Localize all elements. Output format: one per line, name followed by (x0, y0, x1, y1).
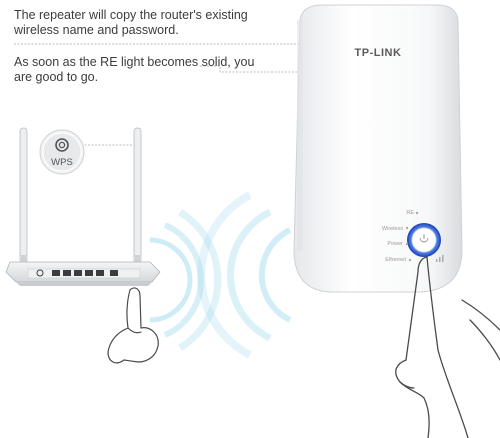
indicator-dots (405, 211, 419, 262)
router (5, 127, 161, 286)
hand-right (395, 256, 500, 438)
router-signal-waves (149, 209, 222, 351)
range-extender (293, 4, 463, 293)
indicator-label-power: Power (387, 241, 403, 247)
caption-copy-credentials: The repeater will copy the router's exis… (14, 8, 248, 37)
router-antenna-left (19, 127, 28, 267)
wps-callout (39, 129, 85, 175)
router-antenna-right (133, 127, 142, 267)
wps-label: WPS (51, 157, 73, 168)
extender-brand-logo: TP-LINK (354, 47, 402, 59)
indicator-label-wireless: Wireless (381, 226, 403, 232)
extender-signal-waves (197, 191, 292, 359)
power-button-icon (407, 223, 441, 257)
wps-button-icon (55, 138, 69, 152)
signal-bars-icon (436, 255, 444, 262)
router-ports (36, 269, 118, 277)
indicator-label-re: RE (406, 210, 414, 216)
hand-left (107, 287, 159, 364)
indicator-label-ethernet: Ethernet (385, 257, 406, 263)
caption-re-light-solid: As soon as the RE light becomes solid, y… (14, 55, 255, 84)
